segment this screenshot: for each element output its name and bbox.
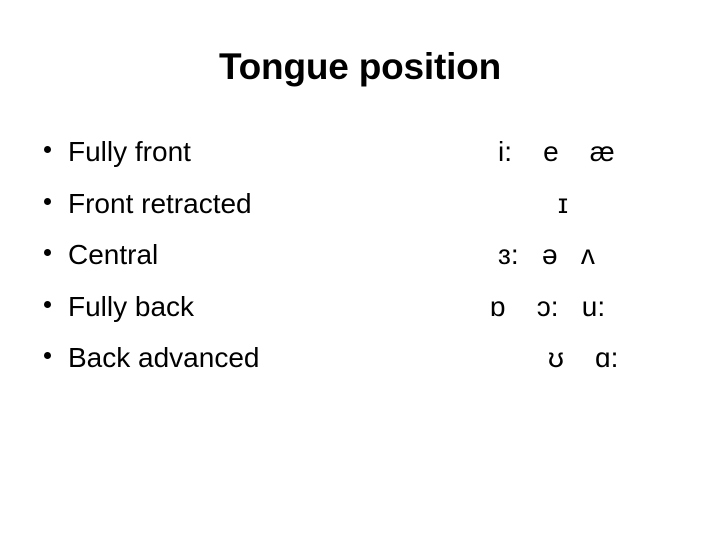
bullet-point-icon xyxy=(44,352,51,359)
list-item[interactable]: Back advanced ʊ ɑ: xyxy=(40,339,688,391)
page-title: Tongue position xyxy=(219,46,501,87)
list-item-label: Fully front xyxy=(68,136,191,167)
list-item[interactable]: Central ɜ: ə ʌ xyxy=(40,236,688,288)
bullet-point-icon xyxy=(44,146,51,153)
ipa-symbol-group: ɒ ɔ: u: xyxy=(490,290,606,322)
bullet-point-icon xyxy=(44,300,51,308)
ipa-symbol-group: ʊ ɑ: xyxy=(548,342,619,373)
list-item[interactable]: Front retracted ɪ xyxy=(40,185,688,237)
bullet-point-icon xyxy=(44,197,51,205)
bullet-point-icon xyxy=(44,249,51,256)
ipa-symbol-group: ɜ: ə ʌ xyxy=(498,239,595,270)
ipa-symbol-group: i: e æ xyxy=(498,136,615,167)
list-item-label: Front retracted xyxy=(68,187,252,219)
bullet-list: Fully front i: e æ Front retracted ɪ Cen… xyxy=(40,133,688,391)
list-item-label: Back advanced xyxy=(68,342,260,373)
list-item[interactable]: Fully front i: e æ xyxy=(40,133,688,185)
list-item-label: Central xyxy=(68,239,159,270)
list-item-label: Fully back xyxy=(68,290,195,322)
ipa-symbol-group: ɪ xyxy=(558,187,568,219)
list-item[interactable]: Fully back ɒ ɔ: u: xyxy=(40,288,688,340)
